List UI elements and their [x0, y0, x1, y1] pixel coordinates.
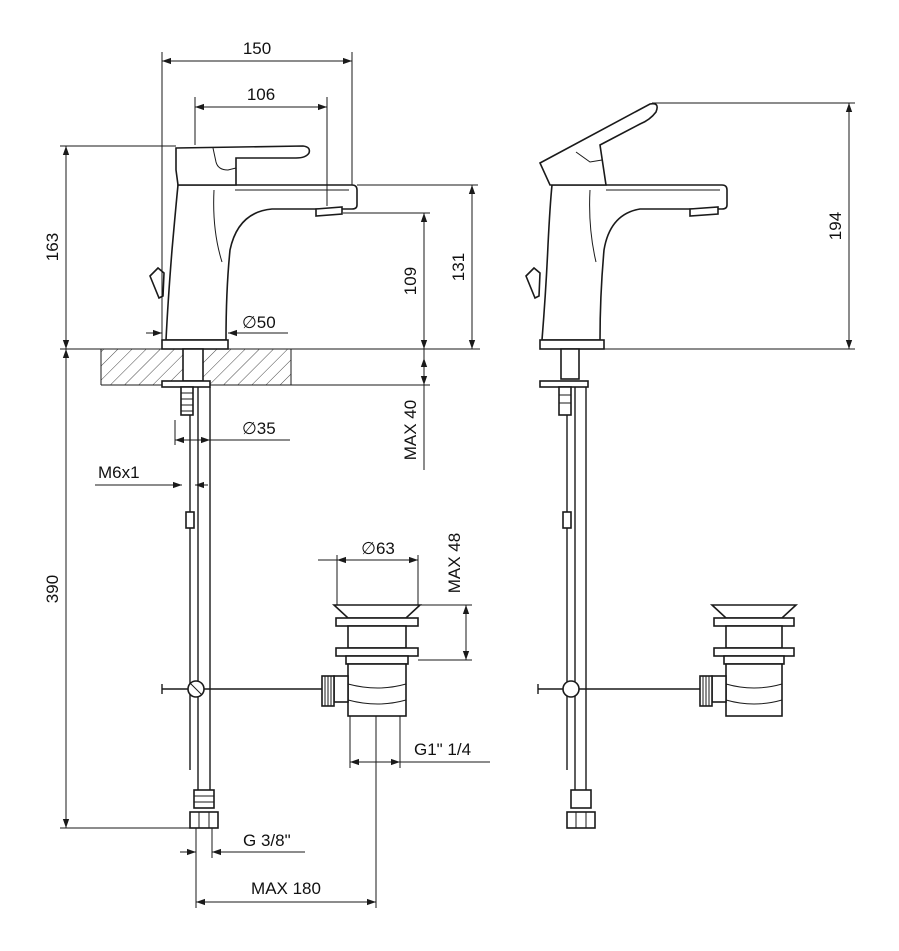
side-popup-knob — [525, 266, 541, 300]
label-163: 163 — [43, 233, 62, 261]
dimension-labels: 150 106 163 109 131 ∅50 MAX 40 ∅35 M6x1 … — [43, 39, 845, 898]
side-faucet-body — [541, 184, 728, 341]
label-131: 131 — [449, 253, 468, 281]
faucet-body — [165, 184, 358, 341]
label-106: 106 — [247, 85, 275, 104]
label-diameter-35: ∅35 — [242, 419, 276, 438]
label-m6x1: M6x1 — [98, 463, 140, 482]
label-diameter-63: ∅63 — [361, 539, 395, 558]
side-faucet-base — [539, 339, 605, 350]
label-150: 150 — [243, 39, 271, 58]
label-diameter-50: ∅50 — [242, 313, 276, 332]
side-handle-lever — [538, 102, 658, 186]
label-194: 194 — [826, 212, 845, 240]
side-view-faucet — [525, 102, 855, 829]
label-390: 390 — [43, 575, 62, 603]
popup-knob — [149, 266, 165, 300]
label-max-40: MAX 40 — [401, 400, 420, 460]
lever-port — [333, 675, 349, 703]
hose-nut — [189, 811, 219, 829]
label-waste-thread: G1" 1/4 — [414, 740, 471, 759]
hose-fitting — [193, 789, 215, 809]
label-max-180: MAX 180 — [251, 879, 321, 898]
dimension-lines — [60, 52, 855, 908]
side-waste-valve — [699, 604, 799, 717]
faucet-base — [161, 339, 229, 350]
label-hose-thread: G 3/8" — [243, 831, 291, 850]
handle-lever — [175, 145, 311, 186]
side-aerator — [689, 206, 719, 217]
front-view-faucet — [60, 145, 480, 829]
aerator — [315, 206, 343, 217]
fixing-plate — [161, 380, 211, 388]
waste-valve — [321, 604, 423, 717]
threaded-rod — [180, 386, 194, 416]
label-max-48: MAX 48 — [445, 533, 464, 593]
label-109: 109 — [401, 267, 420, 295]
